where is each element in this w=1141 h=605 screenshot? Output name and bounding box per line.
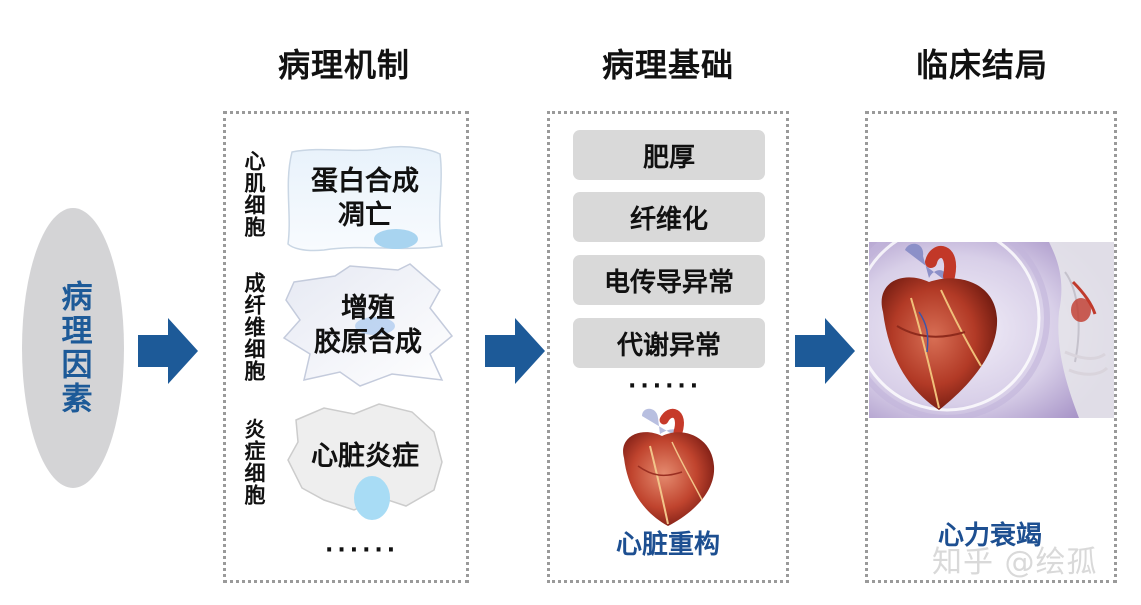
cell-shape-icon — [282, 263, 454, 387]
cell-type-fibroblast: 成纤维细胞 — [242, 272, 266, 382]
cell-shape-icon — [287, 145, 443, 252]
mechanism-more: ······ — [325, 538, 400, 563]
factor-ellipse: 病理因素 — [22, 208, 124, 488]
heart-failure-illustration — [869, 242, 1114, 418]
header-outcome: 临床结局 — [915, 46, 1048, 84]
arrow-right-icon — [485, 318, 545, 384]
basis-panel — [547, 111, 789, 583]
factor-label: 病理因素 — [55, 280, 92, 416]
arrow-right-icon — [795, 318, 855, 384]
basis-item-hypertrophy: 肥厚 — [573, 130, 765, 180]
basis-item-conduction: 电传导异常 — [573, 255, 765, 305]
fibroblast-cell-shape: 增殖 胶原合成 — [280, 262, 456, 390]
fibroblast-effect: 增殖 胶原合成 — [314, 293, 422, 358]
basis-caption: 心脏重构 — [615, 530, 720, 560]
watermark: 知乎 @绘孤 — [932, 545, 1098, 580]
header-basis: 病理基础 — [601, 46, 734, 84]
inflammatory-effect: 心脏炎症 — [311, 441, 419, 473]
cardiomyocyte-effect: 蛋白合成 凋亡 — [311, 166, 419, 231]
basis-item-fibrosis: 纤维化 — [573, 192, 765, 242]
cell-type-cardiomyocyte: 心肌细胞 — [242, 150, 266, 238]
cardiomyocyte-cell-shape: 蛋白合成 凋亡 — [284, 144, 446, 254]
cell-shape-icon — [287, 403, 443, 520]
inflammatory-cell-shape: 心脏炎症 — [284, 402, 446, 520]
basis-more: ······ — [628, 374, 703, 399]
arrow-right-icon — [138, 318, 198, 384]
heart-icon — [623, 408, 715, 526]
outcome-panel — [865, 111, 1117, 583]
mechanism-panel — [223, 111, 469, 583]
outcome-caption: 心力衰竭 — [937, 521, 1042, 551]
basis-item-metabolic: 代谢异常 — [573, 318, 765, 368]
header-mechanism: 病理机制 — [277, 46, 410, 84]
cell-type-inflammatory: 炎症细胞 — [242, 418, 266, 506]
